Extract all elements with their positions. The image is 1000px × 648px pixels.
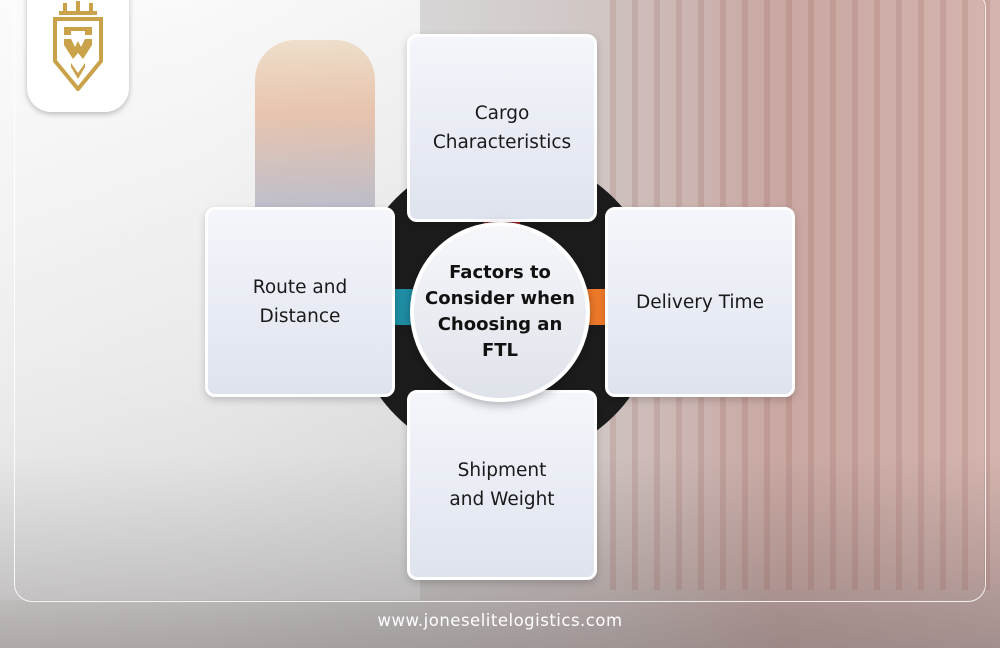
factor-label-line: Route and xyxy=(252,277,348,298)
factor-label-line: and Weight xyxy=(449,489,555,510)
factor-card-route-and-distance: Route and Distance xyxy=(205,207,395,397)
lion-crest-icon xyxy=(53,1,103,91)
factor-label-line: Cargo xyxy=(474,103,530,124)
factor-card-cargo-characteristics: Cargo Characteristics xyxy=(407,34,597,222)
factor-label-line: Characteristics xyxy=(432,132,572,153)
content-frame xyxy=(14,0,986,602)
factor-label-line: Distance xyxy=(259,306,341,327)
diagram-title: Factors to Consider when Choosing an FTL xyxy=(425,262,575,361)
factor-label-line: Shipment xyxy=(457,460,547,481)
factor-card-delivery-time: Delivery Time xyxy=(605,207,795,397)
website-url[interactable]: www.joneselitelogistics.com xyxy=(377,611,623,630)
background-worker xyxy=(255,40,375,220)
factor-card-shipment-and-weight: Shipment and Weight xyxy=(407,390,597,580)
factor-label-line: Delivery Time xyxy=(636,291,764,313)
center-hub: Factors to Consider when Choosing an FTL xyxy=(410,222,590,402)
logo-tab xyxy=(27,0,129,112)
